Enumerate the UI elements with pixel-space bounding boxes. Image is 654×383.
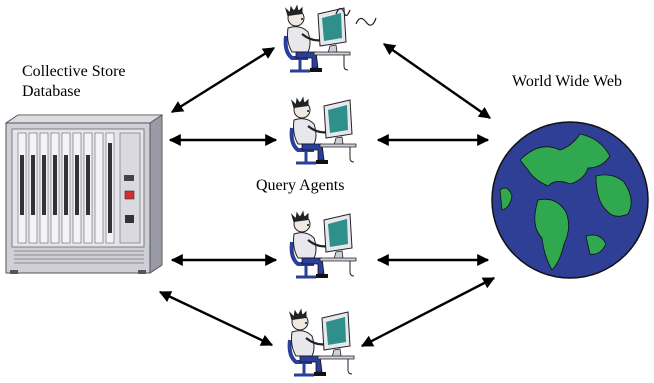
person-at-computer-icon — [289, 210, 358, 280]
arrows — [158, 43, 496, 348]
database-label-line1: Collective Store — [22, 63, 126, 80]
arrow-agent4-web — [360, 276, 496, 348]
arrow-db-agent4 — [158, 290, 274, 347]
server-rack-icon — [4, 114, 164, 274]
person-at-computer-icon — [287, 308, 356, 378]
web-label: World Wide Web — [512, 73, 622, 90]
database-label-line2: Database — [22, 83, 81, 100]
scribble-icon — [335, 7, 377, 26]
arrow-db-agent1 — [170, 46, 276, 114]
person-at-computer-icon — [289, 96, 358, 166]
person-at-computer-icon — [283, 4, 352, 74]
globe-icon — [491, 121, 649, 279]
agents-label: Query Agents — [256, 177, 345, 194]
arrow-agent1-web — [383, 43, 491, 119]
